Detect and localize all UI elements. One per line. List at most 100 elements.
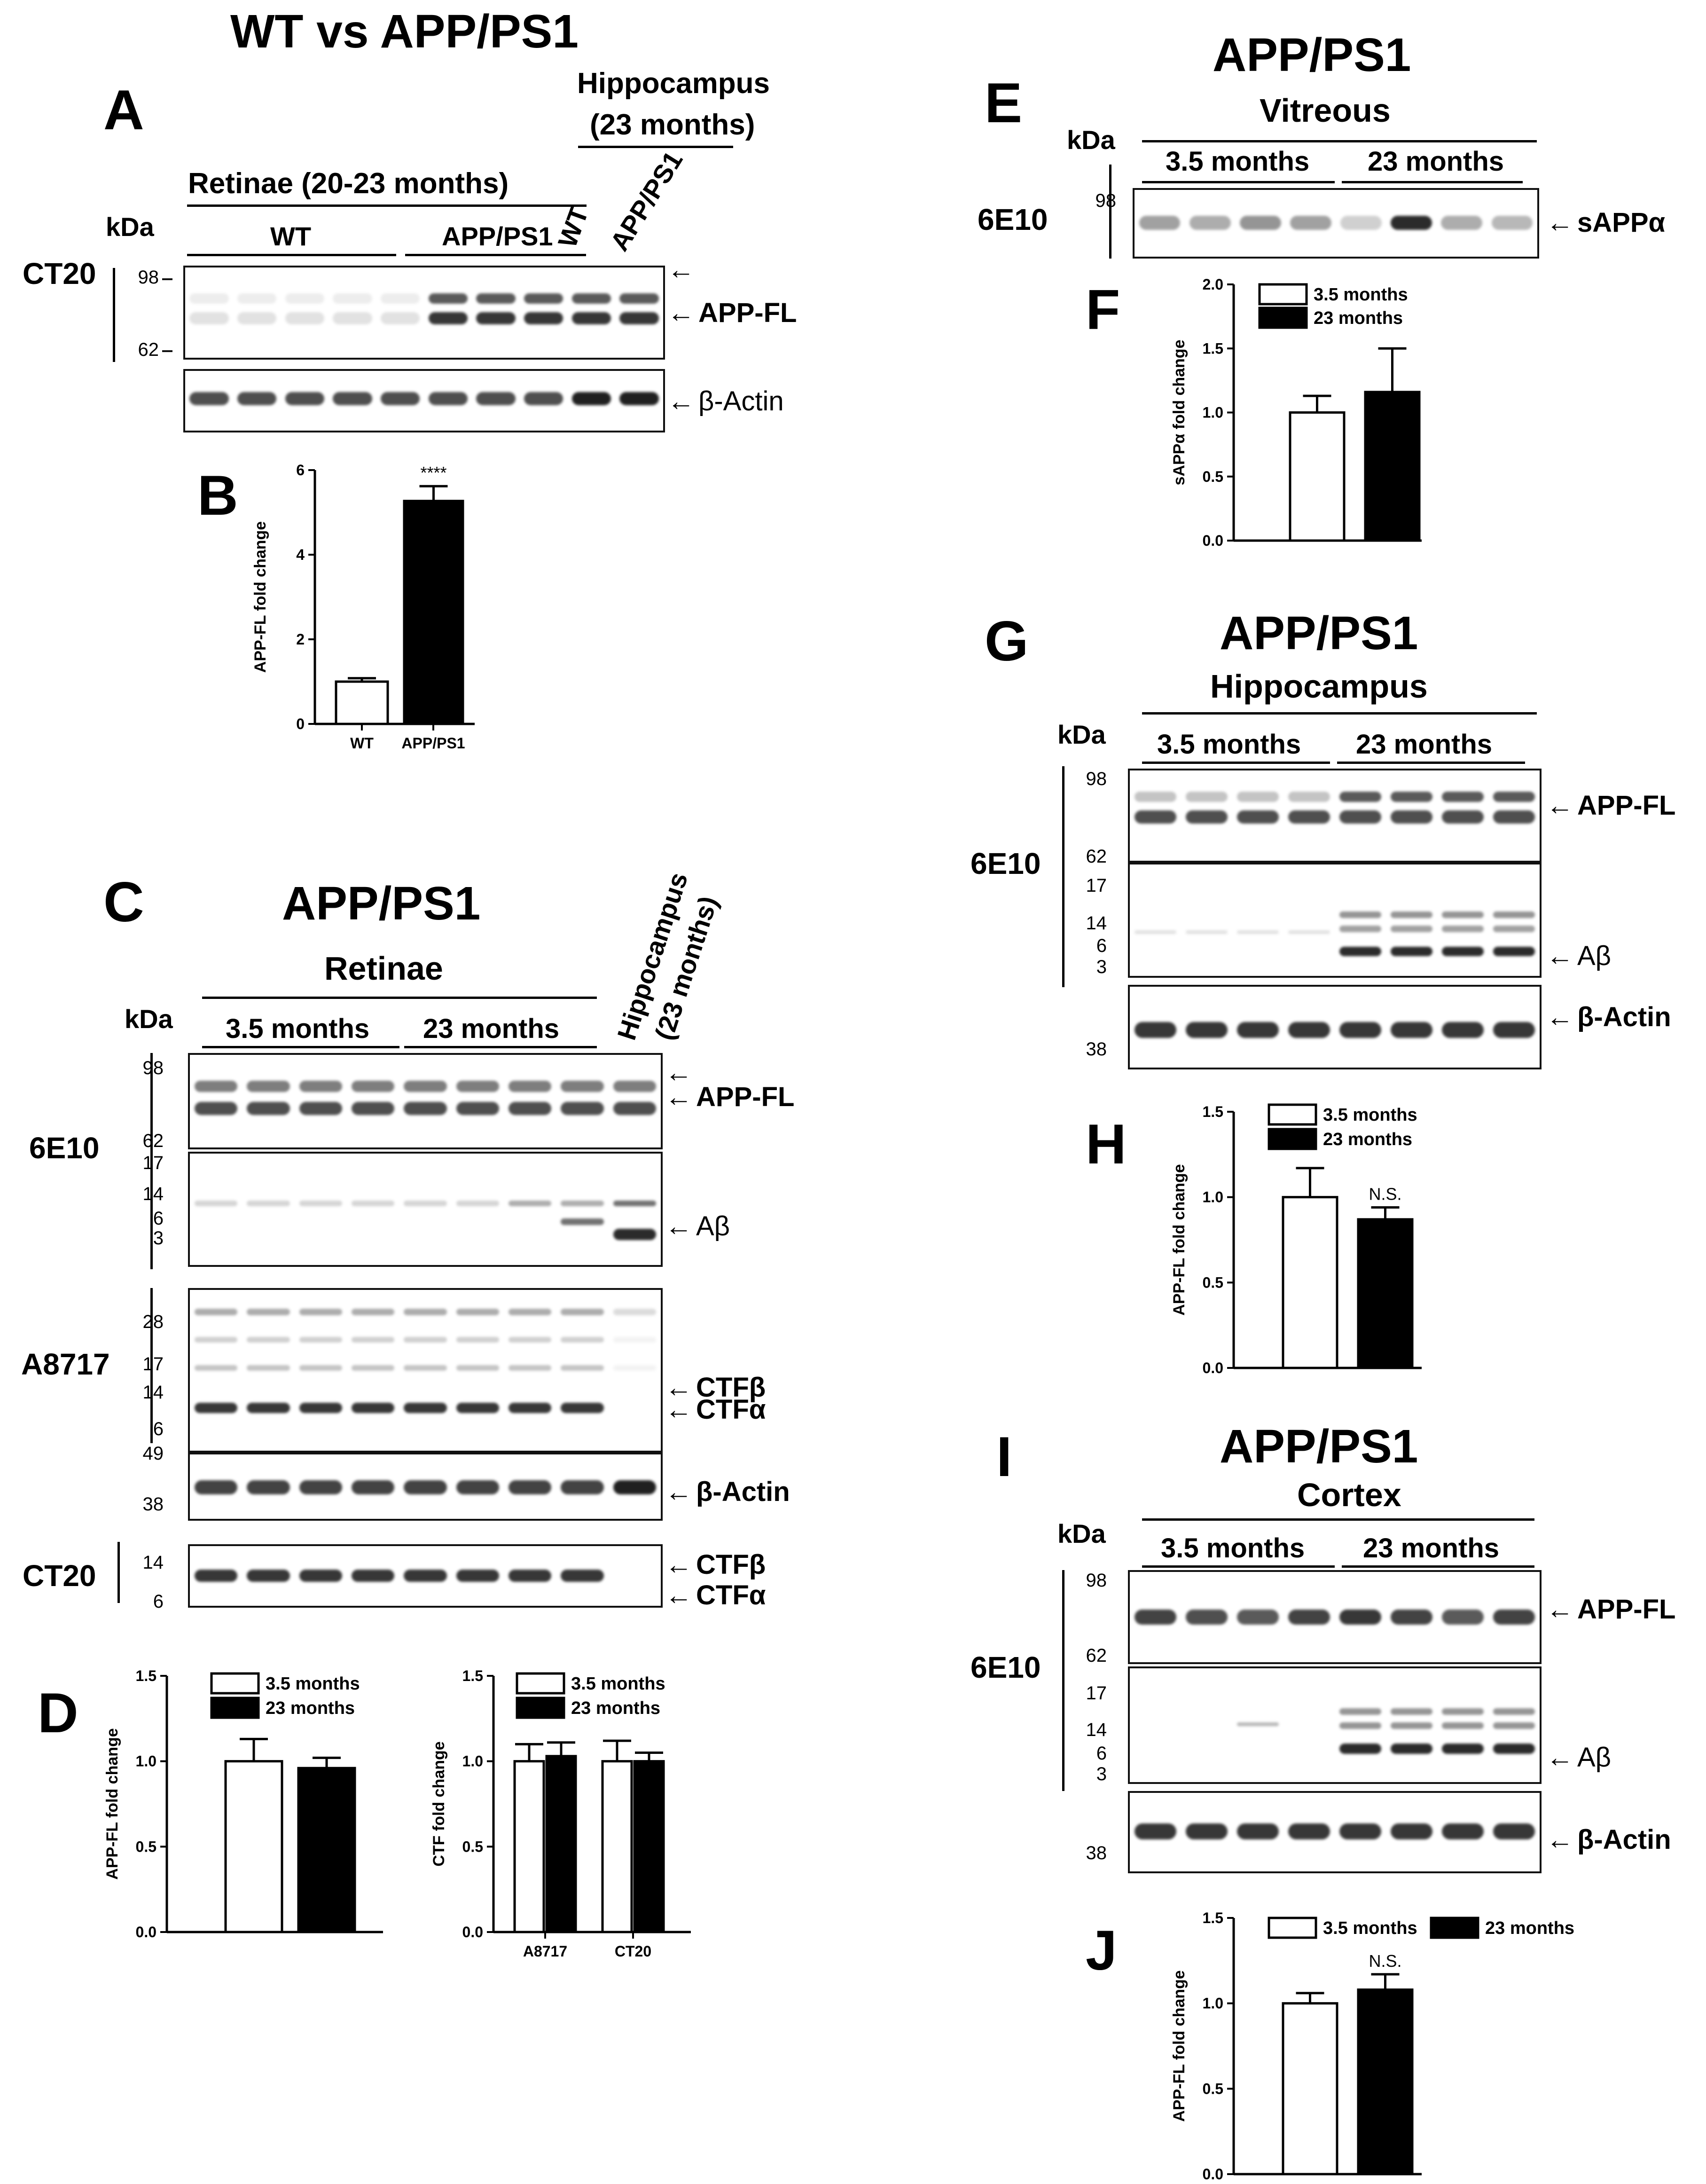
arrow-app-fl-i: ←APP-FL xyxy=(1546,1594,1676,1625)
blot-band xyxy=(1390,1022,1433,1038)
blot-band xyxy=(1340,216,1382,230)
blot-band xyxy=(428,312,468,324)
bracket-ct20 xyxy=(117,1542,120,1603)
blot-band xyxy=(247,1102,290,1115)
blot-band xyxy=(619,392,659,405)
legend-swatch xyxy=(1268,1128,1317,1150)
blot-band xyxy=(1441,947,1484,956)
mw-label: 17 xyxy=(1086,1683,1107,1704)
blot-band xyxy=(195,1365,238,1371)
blot-band xyxy=(247,1403,290,1413)
bar xyxy=(1357,1988,1414,2176)
blot-band xyxy=(1288,930,1330,934)
western-blot-app-fl-c xyxy=(188,1053,663,1149)
blot-band xyxy=(1189,216,1231,230)
blot-band xyxy=(1493,1022,1535,1038)
bar xyxy=(1364,391,1421,542)
blot-band xyxy=(1390,947,1433,956)
kda-label: kDa xyxy=(1067,125,1115,155)
blot-band xyxy=(195,1480,238,1494)
group-23-label: 23 months xyxy=(1363,1533,1500,1563)
arrow-actin-g: ←β-Actin xyxy=(1546,1002,1671,1032)
blot-band xyxy=(1239,216,1281,230)
bar xyxy=(633,1760,665,1933)
panel-label-j: J xyxy=(1086,1919,1117,1982)
lane-wt-label: WT xyxy=(552,203,594,251)
mw-label: 6 xyxy=(153,1591,164,1612)
blot-band xyxy=(352,1480,395,1494)
blot-band xyxy=(1390,1722,1433,1729)
bar xyxy=(224,1760,283,1933)
mw-label: 14 xyxy=(142,1184,164,1204)
blot-band xyxy=(247,1365,290,1371)
mw-label: 28 xyxy=(142,1312,164,1332)
blot-band xyxy=(476,392,516,405)
legend-swatch xyxy=(1430,1917,1479,1939)
y-tick-label: 0 xyxy=(296,715,305,732)
group-23-line xyxy=(1337,762,1525,764)
blot-band xyxy=(404,1081,447,1092)
western-blot-app-fl-g xyxy=(1128,769,1542,863)
blot-band xyxy=(1390,810,1433,824)
blot-band xyxy=(352,1201,395,1206)
blot-band xyxy=(1236,1722,1279,1726)
wt-group-label: WT xyxy=(270,221,312,251)
western-blot-actin-g xyxy=(1128,985,1542,1069)
blot-band xyxy=(404,1365,447,1371)
arrow-abeta-g: ←Aβ xyxy=(1546,941,1612,971)
arrow-ctfb-c: ←CTFβ xyxy=(665,1372,766,1403)
blot-band xyxy=(1441,926,1484,932)
blot-band xyxy=(1139,216,1181,230)
mw-label: 6 xyxy=(153,1419,164,1439)
y-tick-label: 1.5 xyxy=(1203,1909,1223,1926)
blot-band xyxy=(571,392,611,405)
mw-label: 38 xyxy=(142,1494,164,1515)
blot-band xyxy=(613,1337,656,1343)
blot-band xyxy=(613,1480,656,1494)
blot-band xyxy=(1134,930,1177,934)
legend-label: 3.5 months xyxy=(1323,1105,1417,1125)
blot-band xyxy=(189,293,229,304)
blot-band xyxy=(571,312,611,324)
blot-band xyxy=(613,1309,656,1315)
blot-band xyxy=(1493,926,1535,932)
blot-band xyxy=(299,1480,342,1494)
blot-band xyxy=(509,1365,552,1371)
blot-band xyxy=(509,1403,552,1413)
arrow-abeta-c: ←Aβ xyxy=(665,1211,730,1241)
blot-band xyxy=(299,1309,342,1315)
x-tick-label: WT xyxy=(350,735,374,752)
mw-98: 98 xyxy=(1095,190,1117,211)
blot-band xyxy=(1236,810,1279,824)
app-line xyxy=(405,254,586,256)
arrow-sappa: ←sAPPα xyxy=(1546,207,1666,238)
blot-band xyxy=(247,1570,290,1582)
blot-band xyxy=(1185,810,1228,824)
y-tick-label: 0.0 xyxy=(1203,532,1223,549)
mw-label: 62 xyxy=(142,1131,164,1151)
blot-band xyxy=(333,392,372,405)
blot-band xyxy=(1441,1722,1484,1729)
panel-label-f: F xyxy=(1086,278,1120,341)
blot-band xyxy=(352,1081,395,1092)
blot-band xyxy=(456,1570,499,1582)
y-tick-label: 6 xyxy=(296,462,305,479)
blot-band xyxy=(1339,1610,1382,1625)
bar xyxy=(545,1755,577,1933)
blot-band xyxy=(1185,930,1228,934)
arrow-ctfb-ct20: ←CTFβ xyxy=(665,1549,766,1580)
blot-band xyxy=(1236,930,1279,934)
blot-band xyxy=(509,1480,552,1494)
mw-label: 49 xyxy=(142,1443,164,1464)
blot-band xyxy=(1339,1722,1382,1729)
blot-band xyxy=(1185,1022,1228,1038)
blot-band xyxy=(1441,911,1484,918)
group-35-line xyxy=(202,1046,399,1048)
bracket-6e10-i xyxy=(1062,1570,1064,1791)
blot-band xyxy=(1493,1744,1535,1754)
